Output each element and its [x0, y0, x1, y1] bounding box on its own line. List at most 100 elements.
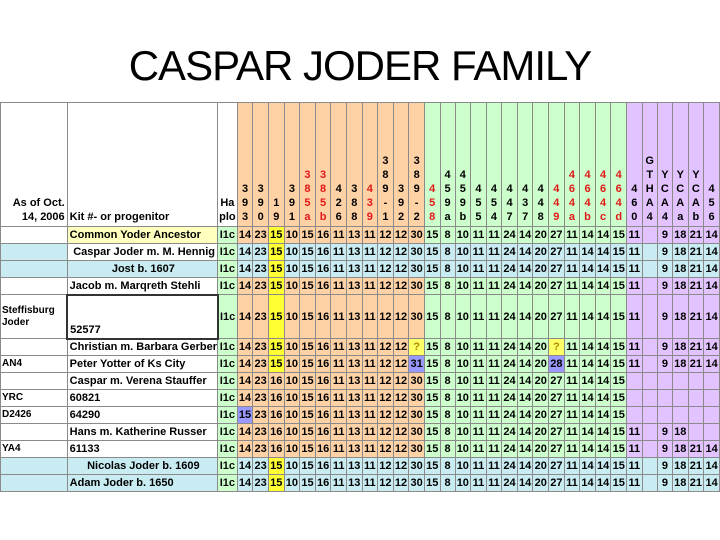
- marker-value: 16: [267, 423, 285, 441]
- marker-value: 24: [501, 440, 518, 458]
- marker-value: 18: [671, 277, 689, 295]
- marker-value: 15: [423, 389, 441, 407]
- marker-value: 15: [610, 372, 628, 390]
- row-tag: Steffisburg Joder: [0, 294, 68, 339]
- marker-value: 11: [361, 226, 379, 244]
- marker-value: 14: [703, 440, 720, 458]
- marker-value: 14: [594, 457, 612, 475]
- marker-header-char: 0: [631, 211, 638, 223]
- marker-value: 11: [330, 355, 347, 373]
- row-name: Peter Yotter of Ks City: [66, 355, 219, 373]
- marker-value: 20: [532, 355, 550, 373]
- marker-value: 14: [703, 474, 720, 492]
- marker-value: 12: [392, 277, 410, 295]
- marker-value: [656, 372, 673, 390]
- marker-header-char: a: [568, 211, 575, 223]
- marker-value: 12: [377, 457, 394, 475]
- marker-header-char: 4: [537, 183, 544, 195]
- marker-value: 10: [454, 260, 472, 278]
- marker-header-char: 3: [241, 183, 249, 195]
- marker-value: 11: [485, 423, 503, 441]
- marker-value: 16: [314, 260, 332, 278]
- marker-value: 11: [626, 338, 643, 356]
- marker-value: 10: [454, 372, 472, 390]
- marker-header-char: 4: [537, 197, 544, 209]
- marker-value: 24: [501, 406, 518, 424]
- marker-value: 11: [626, 243, 643, 261]
- marker-value: 14: [236, 457, 254, 475]
- marker-header-char: Y: [676, 169, 684, 181]
- marker-value: 8: [439, 243, 456, 261]
- marker-value: 11: [361, 372, 379, 390]
- marker-value: [626, 406, 643, 424]
- marker-value: 12: [392, 474, 410, 492]
- marker-value: 23: [252, 260, 269, 278]
- marker-value: 15: [299, 294, 316, 339]
- marker-header-char: 4: [444, 169, 451, 181]
- marker-value: 10: [454, 406, 472, 424]
- marker-value: 14: [236, 474, 254, 492]
- marker-header-char: 6: [631, 197, 638, 209]
- marker-value: 10: [283, 355, 301, 373]
- marker-value: 18: [671, 338, 689, 356]
- marker-value: 9: [656, 243, 673, 261]
- marker-value: 14: [516, 294, 534, 339]
- marker-header-char: 4: [568, 169, 575, 181]
- marker-value: 14: [594, 294, 612, 339]
- marker-header-char: 9: [241, 197, 249, 209]
- marker-value: 14: [516, 338, 534, 356]
- marker-value: 23: [252, 372, 269, 390]
- marker-value: 9: [656, 423, 673, 441]
- row-name: Nicolas Joder b. 1609: [66, 457, 219, 475]
- marker-value: 11: [626, 277, 643, 295]
- marker-value: 20: [532, 423, 550, 441]
- marker-header-char: 0: [257, 211, 264, 223]
- marker-header-char: 1: [288, 211, 295, 223]
- marker-value: 15: [423, 355, 441, 373]
- marker-value: 16: [267, 440, 285, 458]
- marker-value: 15: [610, 226, 628, 244]
- marker-value: [641, 277, 658, 295]
- marker-value: 24: [501, 338, 518, 356]
- marker-value: 14: [579, 277, 596, 295]
- marker-value: 14: [579, 389, 596, 407]
- marker-value: 30: [408, 260, 425, 278]
- marker-value: 12: [392, 423, 410, 441]
- marker-value: 9: [656, 457, 673, 475]
- marker-value: 24: [501, 260, 518, 278]
- marker-header-char: 9: [444, 197, 451, 209]
- marker-value: 8: [439, 294, 456, 339]
- marker-value: 15: [299, 474, 316, 492]
- marker-value: 11: [626, 355, 643, 373]
- marker-value: 11: [563, 440, 581, 458]
- marker-header-char: T: [646, 169, 654, 181]
- marker-value: 16: [314, 338, 332, 356]
- marker-value: 27: [548, 423, 565, 441]
- marker-header-char: 4: [459, 169, 466, 181]
- marker-value: 12: [392, 260, 410, 278]
- marker-header-char: 4: [553, 183, 560, 195]
- marker-value: 9: [656, 260, 673, 278]
- marker-value: 11: [626, 423, 643, 441]
- marker-header-char: A: [676, 197, 685, 209]
- marker-header-char: 4: [568, 197, 575, 209]
- marker-header-char: 9: [397, 197, 405, 209]
- marker-value: 11: [470, 406, 487, 424]
- marker-value: 10: [454, 243, 472, 261]
- marker-value: 12: [377, 406, 394, 424]
- marker-value: 14: [579, 355, 596, 373]
- marker-header-char: b: [584, 211, 591, 223]
- marker-header-char: 3: [366, 197, 373, 209]
- marker-value: 11: [330, 338, 347, 356]
- marker-value: 14: [236, 243, 254, 261]
- marker-value: 11: [361, 355, 379, 373]
- marker-value: 15: [299, 423, 316, 441]
- marker-value: 11: [330, 372, 347, 390]
- marker-header-char: 5: [475, 197, 482, 209]
- marker-value: 10: [454, 226, 472, 244]
